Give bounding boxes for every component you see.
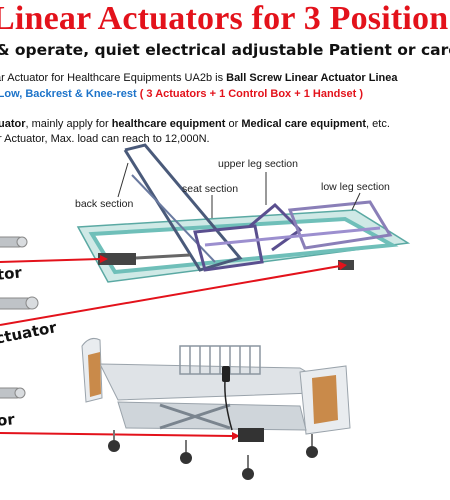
intro-line-4: r Actuator, Max. load can reach to 12,00… bbox=[0, 133, 210, 145]
footboard-wood-panel bbox=[312, 375, 338, 424]
actuator-label-1: tor bbox=[0, 263, 23, 284]
intro-line-3: uator, mainly apply for healthcare equip… bbox=[0, 117, 390, 131]
frame-rail bbox=[204, 226, 381, 247]
page-subtitle: & operate, quiet electrical adjustable P… bbox=[0, 41, 450, 59]
arrow-to-back-actuator bbox=[0, 258, 101, 263]
intro-text-3c: healthcare equipment bbox=[111, 118, 226, 130]
actuator-photo-2 bbox=[0, 296, 39, 310]
arrow-head-2 bbox=[338, 261, 347, 270]
actuator-photo-1 bbox=[0, 236, 28, 248]
intro-text-3e: Medical care equipment bbox=[241, 118, 367, 130]
arrow-head-3 bbox=[232, 432, 240, 440]
seat-section-frame bbox=[193, 224, 264, 272]
back-section-frame bbox=[123, 143, 243, 272]
back-section-pointer bbox=[117, 162, 129, 198]
intro-text-3b: , mainly apply for bbox=[25, 118, 112, 130]
model-name: UA2b is bbox=[184, 72, 227, 84]
hospital-bed-photo bbox=[81, 338, 351, 480]
headboard-wood-panel bbox=[88, 352, 101, 397]
intro-text-2a: -Low, Backrest & Knee-rest bbox=[0, 88, 140, 100]
back-section-rail bbox=[131, 174, 216, 263]
page-title: c Linear Actuators for 3 Position bbox=[0, 0, 449, 37]
upper-leg-frame bbox=[249, 202, 303, 252]
intro-text-3d: or bbox=[225, 118, 242, 130]
upper-leg-section-label: upper leg section bbox=[218, 158, 298, 170]
seat-section-label: seat section bbox=[182, 183, 239, 195]
actuator-label-3: or bbox=[0, 410, 16, 430]
diagram-actuator-1-rod bbox=[135, 253, 191, 260]
side-rail bbox=[179, 345, 261, 375]
intro-text-1c: Ball Screw Linear Actuator Linea bbox=[226, 72, 398, 84]
package-contents: ( 3 Actuators + 1 Control Box + 1 Handse… bbox=[139, 88, 364, 100]
arrow-head-1 bbox=[100, 255, 108, 263]
intro-text-1a: ar Actuator for Healthcare Equipments bbox=[0, 72, 185, 84]
low-leg-section-label: low leg section bbox=[321, 181, 390, 193]
intro-line-2: -Low, Backrest & Knee-rest ( 3 Actuators… bbox=[0, 87, 363, 101]
back-section-label: back section bbox=[75, 198, 134, 210]
diagram-actuator-1 bbox=[98, 253, 136, 265]
arrow-to-leg-actuator bbox=[0, 265, 341, 326]
intro-text-3a: uator bbox=[0, 118, 26, 130]
handset bbox=[222, 366, 230, 382]
bed-actuator bbox=[238, 428, 264, 442]
low-leg-pointer bbox=[351, 192, 361, 211]
intro-text-3f: , etc. bbox=[366, 118, 390, 130]
intro-line-1: ar Actuator for Healthcare Equipments UA… bbox=[0, 71, 398, 85]
actuator-photo-3 bbox=[0, 387, 26, 399]
arrow-to-bed-actuator bbox=[0, 432, 233, 437]
